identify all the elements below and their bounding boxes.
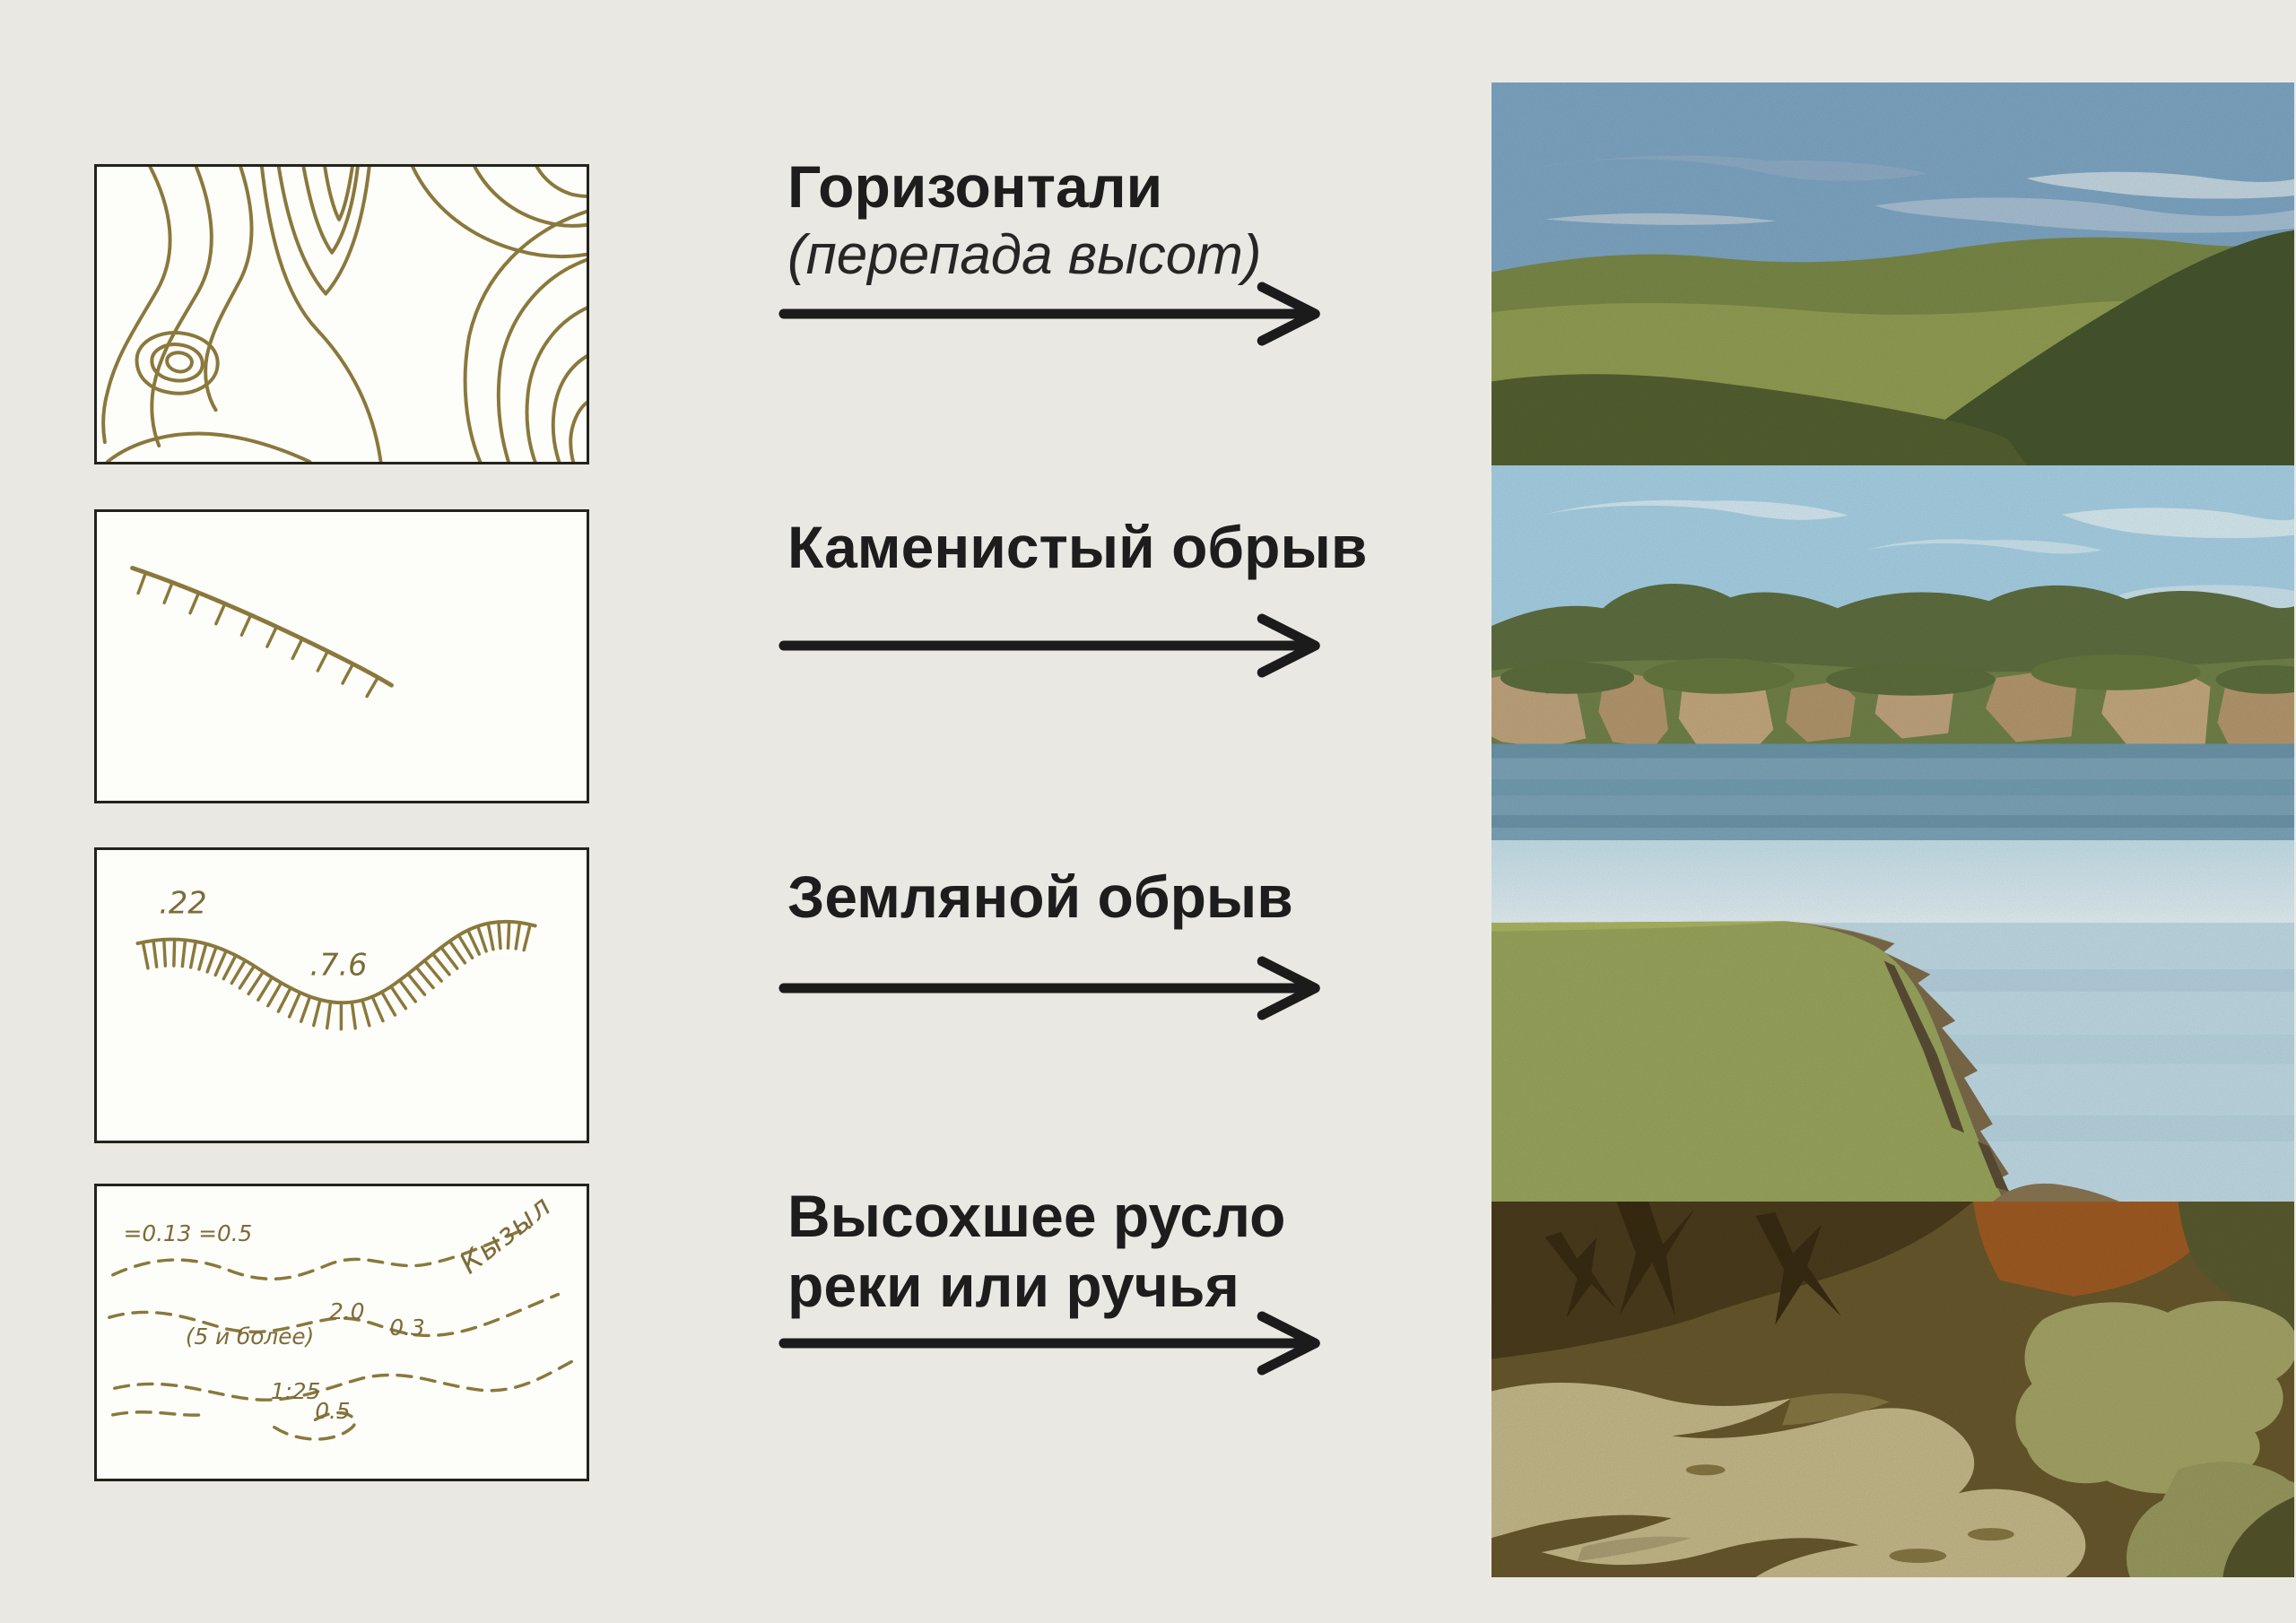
arrow-right-icon xyxy=(778,956,1320,1020)
arrow-right-icon xyxy=(778,1311,1320,1376)
annotation-width-values: =0.13 =0.5 xyxy=(124,1220,253,1246)
rolling-hills-illustration xyxy=(1492,82,2294,465)
landscape-rolling-hills xyxy=(1492,82,2294,465)
label-title: Земляной обрыв xyxy=(787,864,1293,930)
landscape-dry-riverbed xyxy=(1492,1202,2294,1577)
dry-riverbed-ink xyxy=(108,1225,573,1441)
rocky-cliff-illustration xyxy=(1492,465,2294,840)
dry-riverbed-symbol: =0.13 =0.5 (5 и более) 2.0 0.3 1:25 0.5 … xyxy=(108,1189,573,1441)
river-name-kyzyl: Кызыл xyxy=(454,1189,558,1280)
label-title: Горизонтали xyxy=(787,153,1163,220)
symbol-box-rocky-cliff xyxy=(94,509,589,803)
label-title-line2: реки или ручья xyxy=(787,1252,1239,1319)
dry-riverbed-illustration xyxy=(1492,1202,2294,1577)
contour-lines-symbol xyxy=(101,167,587,462)
spot-height-22: .22 xyxy=(159,886,206,921)
earth-cliff-illustration xyxy=(1492,840,2294,1202)
rocky-cliff-ink xyxy=(130,566,394,699)
label-title: Высохшее русло xyxy=(787,1183,1286,1249)
arrow-right-icon xyxy=(778,282,1320,346)
annotation-5-or-more: (5 и более) xyxy=(186,1324,314,1350)
label-rocky-cliff: Каменистый обрыв xyxy=(787,513,1367,583)
landscape-earth-cliff xyxy=(1492,840,2294,1202)
annotation-2-0: 2.0 xyxy=(329,1298,364,1324)
symbol-box-contour-lines xyxy=(94,164,589,464)
landscape-rocky-cliff xyxy=(1492,465,2294,840)
earth-cliff-ink xyxy=(135,919,537,1031)
earth-cliff-symbol: .22 .7.6 xyxy=(135,886,537,1031)
label-earth-cliff: Земляной обрыв xyxy=(787,863,1293,933)
rocky-cliff-symbol xyxy=(130,566,394,699)
spot-height-7-6: .7.6 xyxy=(309,948,367,983)
symbol-box-dry-riverbed: =0.13 =0.5 (5 и более) 2.0 0.3 1:25 0.5 … xyxy=(94,1184,589,1481)
label-dry-riverbed: Высохшее русло реки или ручья xyxy=(787,1182,1285,1322)
annotation-ratio-1-25: 1:25 xyxy=(271,1378,321,1404)
annotation-0-3: 0.3 xyxy=(389,1315,424,1341)
contour-lines-ink xyxy=(101,167,587,462)
annotation-0-5: 0.5 xyxy=(315,1398,350,1424)
label-subtitle: (перепада высот) xyxy=(787,223,1262,286)
symbol-box-earth-cliff: .22 .7.6 xyxy=(94,847,589,1143)
arrow-right-icon xyxy=(778,613,1320,678)
label-contour-lines: Горизонтали (перепада высот) xyxy=(787,152,1262,288)
label-title: Каменистый обрыв xyxy=(787,514,1368,580)
